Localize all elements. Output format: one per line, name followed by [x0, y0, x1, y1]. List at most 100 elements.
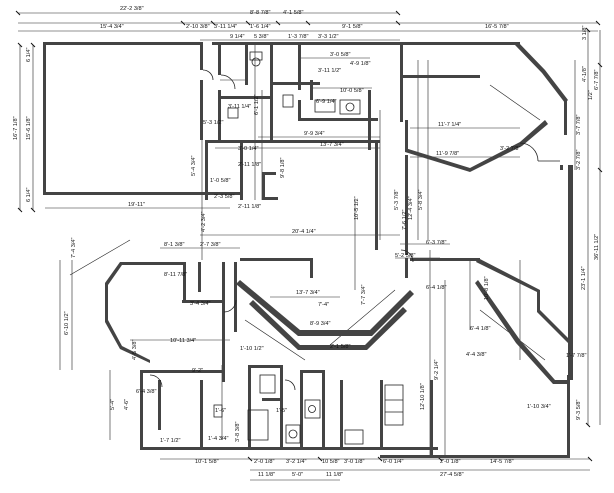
dim-label: 4'-1/8"	[582, 66, 588, 82]
dim-label: 11'-7 1/4"	[438, 122, 461, 128]
dim-label: 1'-6 1/4"	[250, 24, 270, 30]
dim-label: 10'-0 5/8"	[340, 88, 364, 94]
dim-label: 7'-4 3/4"	[71, 238, 77, 258]
dim-label: 2'-11 1/8"	[238, 204, 261, 210]
dim-label: 1'-7 7/8"	[566, 353, 586, 359]
dim-label: 3'-0 1/8"	[344, 459, 364, 465]
dim-label: 6'-0 1/4"	[383, 459, 403, 465]
dim-label: 7'-4"	[318, 302, 329, 308]
dimension-lines	[15, 10, 603, 481]
dim-label: 3'-4 3/4"	[190, 301, 210, 307]
dim-label: 12'-10 1/8"	[420, 383, 426, 410]
dim-label: 1'-10 1/2"	[240, 346, 264, 352]
dim-label: 6'-4 1/8"	[426, 285, 446, 291]
dim-label: 2'-0 1/8"	[440, 459, 460, 465]
dim-label: 9'-3 5/8"	[576, 400, 582, 420]
dim-label: 3'-7 7/8"	[576, 115, 582, 135]
dim-label: 5'-2 5/8"	[395, 253, 415, 259]
dim-label: 11'-9 7/8"	[436, 151, 459, 157]
dim-label: 19'-11"	[128, 202, 145, 208]
dim-label: 10 5/8"	[322, 459, 340, 465]
dim-label: 13'-7 3/4"	[296, 290, 320, 296]
dim-label: 14'-5 7/8"	[490, 459, 514, 465]
dim-label: 12'-4 3/4"	[408, 196, 414, 220]
dim-label: 5 3/8"	[254, 34, 268, 40]
dim-label: 3'-8 3/8"	[235, 422, 241, 442]
dim-label: 6'-7 7/8"	[594, 70, 600, 90]
dim-label: 1'-10 3/4"	[527, 404, 551, 410]
dim-label: 8'-9 3/4"	[310, 321, 330, 327]
dim-label: 5'-3 1/2"	[203, 120, 223, 126]
dim-label: 1'-0 5/8"	[210, 178, 230, 184]
dim-label: 22'-2 3/8"	[120, 6, 144, 12]
dimension-labels: 22'-2 3/8" 15'-4 3/4" 2'-10 3/8" 3'-11 1…	[13, 6, 600, 478]
dim-label: 4'-9 1/8"	[350, 61, 370, 67]
dim-label: 4'-1 5/8"	[283, 10, 303, 16]
dim-label: 1'-3 7/8"	[288, 34, 308, 40]
dim-label: 1'-5"	[276, 408, 287, 414]
dim-label: 9 1/4"	[230, 34, 244, 40]
dim-label: 4'-5 3/8"	[132, 340, 138, 360]
dim-label: 6'-10 1/2"	[64, 311, 70, 335]
dim-label: 10'-5 1/2"	[354, 196, 360, 220]
dim-label: 13'-7 3/4"	[320, 142, 344, 148]
dim-label: 3 1/8"	[582, 26, 588, 40]
dim-label: 2'-0 1/8"	[254, 459, 274, 465]
dim-label: 8'-11 7/8"	[164, 272, 187, 278]
dim-label: 1/2"	[588, 90, 594, 100]
dim-label: 4'-6"	[124, 399, 130, 410]
dim-label: 6 1/4"	[26, 48, 32, 62]
fixtures	[149, 51, 560, 445]
dim-label: 2'-10 3/8"	[186, 24, 210, 30]
dim-label: 15'-4 3/4"	[100, 24, 124, 30]
dim-label: 36'-11 1/2"	[594, 234, 600, 260]
dim-label: 3'-11 1/4"	[214, 24, 237, 30]
dim-label: 5'-4"	[110, 399, 116, 410]
dim-label: 10'-1 5/8"	[195, 459, 219, 465]
dim-label: 3'-11 1/2"	[318, 68, 341, 74]
dim-label: 1'-6"	[215, 408, 226, 414]
dim-label: 15'-6 1/8"	[26, 116, 32, 140]
dim-label: 7'-7 3/4"	[361, 285, 367, 305]
dim-label: 2'-11 1/8"	[238, 162, 261, 168]
dim-label: 9'-2 1/4"	[434, 360, 440, 380]
dim-label: 3'-2 7/8"	[576, 150, 582, 170]
dim-label: 3'-0 5/8"	[330, 52, 350, 58]
dim-label: 9'-8 1/8"	[280, 158, 286, 178]
dim-label: 2'-3 5/8"	[214, 194, 234, 200]
dim-label: 6'-9 1/4"	[316, 99, 336, 105]
dim-label: 8'-1 3/8"	[164, 242, 184, 248]
dim-label: 6'-3 7/8"	[426, 240, 446, 246]
dim-label: 5'-4 3/4"	[191, 156, 197, 176]
dim-label: 10'-8 1/8"	[484, 276, 490, 300]
dim-label: 3'-0 1/4"	[238, 146, 258, 152]
dim-label: 4'-4 3/8"	[466, 352, 486, 358]
dim-label: 9'-2"	[192, 368, 203, 374]
dim-label: 6'-4 1/8"	[470, 326, 490, 332]
dim-label: 3'-3 1/2"	[318, 34, 338, 40]
dim-label: 1'-4 3/4"	[208, 436, 228, 442]
dim-label: 23'-1 1/4"	[581, 266, 587, 290]
dim-label: 7'-6 1/2"	[402, 210, 408, 230]
dim-label: 16'-7 1/8"	[13, 116, 19, 140]
dim-label: 11 1/8"	[258, 472, 275, 478]
dim-label: 27'-4 5/8"	[440, 472, 464, 478]
dim-label: 5'-3 7/8"	[394, 190, 400, 210]
dim-label: 11 1/8"	[326, 472, 343, 478]
dim-label: 8'-8 7/8"	[250, 10, 270, 16]
dim-label: 3'-11 1/4"	[228, 104, 251, 110]
dim-label: 6'-4 3/8"	[136, 389, 156, 395]
dim-label: 3'-2 1/4"	[286, 459, 306, 465]
dim-label: 6 1/4"	[26, 188, 32, 202]
dim-label: 9'-9 3/4"	[304, 131, 324, 137]
dim-label: 5'-8 3/4"	[418, 190, 424, 210]
dim-label: 2'-1 5/8"	[330, 344, 350, 350]
walls	[43, 42, 573, 458]
dim-label: 5'-0"	[292, 472, 303, 478]
dim-label: 9'-1 5/8"	[342, 24, 362, 30]
dim-label: 4'-2 3/4"	[201, 212, 207, 232]
dim-label: 1'-7 1/2"	[160, 438, 180, 444]
dim-label: 6'-1 1/2"	[254, 95, 260, 115]
